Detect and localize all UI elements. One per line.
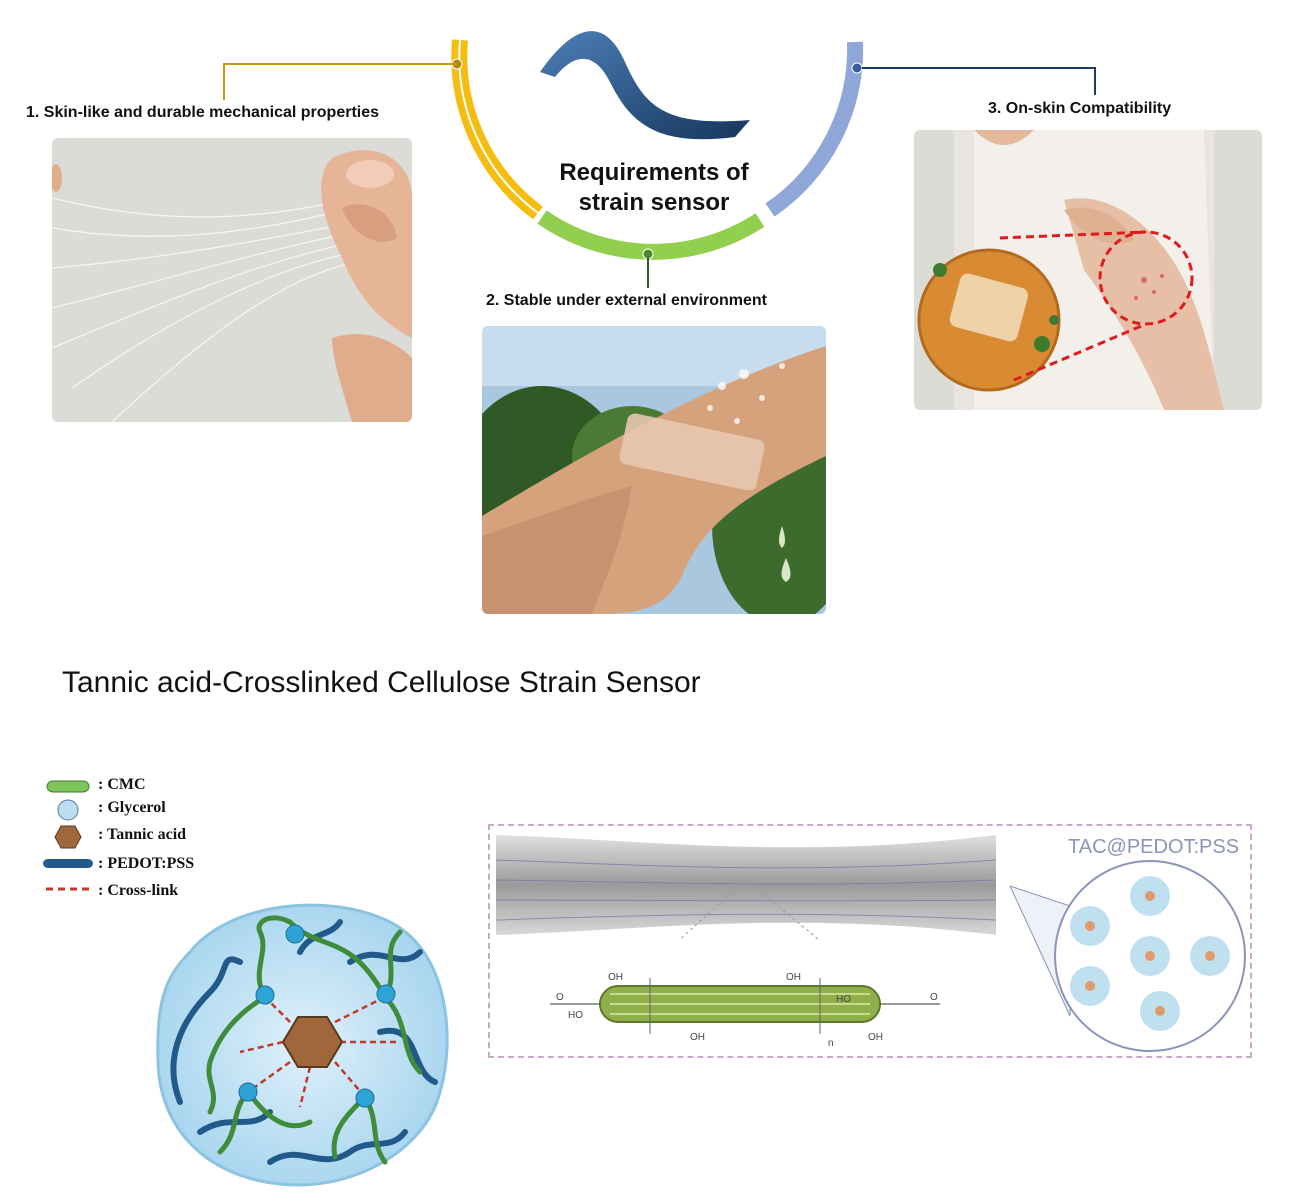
chem-label-o-1: O bbox=[556, 992, 564, 1003]
pedot-pill-icon bbox=[43, 859, 93, 868]
requirement-2-label: 2. Stable under external environment bbox=[486, 292, 767, 309]
legend-cmc-label: : CMC bbox=[98, 776, 146, 793]
fiber-bundle bbox=[496, 835, 996, 940]
stretched-film-photo bbox=[52, 138, 412, 422]
legend-tannic-label: : Tannic acid bbox=[98, 826, 187, 843]
tannic-hexagon-icon bbox=[54, 825, 82, 849]
chem-label-ho-2: HO bbox=[836, 994, 851, 1005]
chem-label-oh-1: OH bbox=[608, 972, 623, 983]
skin-irritation-photo bbox=[914, 130, 1262, 410]
legend-crosslink-label: : Cross-link bbox=[98, 882, 179, 899]
chem-label-ho-1: HO bbox=[568, 1010, 583, 1021]
crosslink-dash-icon bbox=[46, 887, 92, 891]
chem-label-oh-3: OH bbox=[690, 1032, 705, 1043]
requirement-3-label: 3. On-skin Compatibility bbox=[988, 100, 1172, 117]
arm-patch-photo bbox=[482, 326, 826, 614]
cellulose-cylinder bbox=[550, 978, 940, 1034]
requirements-arc bbox=[451, 39, 864, 260]
tac-zoom-circle bbox=[1010, 860, 1246, 1052]
glycerol-circle-icon bbox=[57, 799, 79, 821]
chem-label-o-2: O bbox=[930, 992, 938, 1003]
tac-pedot-label: TAC@PEDOT:PSS bbox=[1068, 836, 1240, 858]
chem-label-oh-2: OH bbox=[786, 972, 801, 983]
legend-pedot-label: : PEDOT:PSS bbox=[98, 855, 195, 872]
center-title-line1: Requirements of bbox=[559, 159, 749, 186]
chem-label-n: n bbox=[828, 1038, 834, 1049]
center-title: Requirements of strain sensor bbox=[524, 158, 784, 218]
section-title: Tannic acid-Crosslinked Cellulose Strain… bbox=[62, 666, 701, 699]
fiber-schematic: OH HO OH OH OH HO O O n TAC@PEDOT:PSS bbox=[488, 824, 1252, 1058]
center-title-line2: strain sensor bbox=[578, 189, 730, 216]
sensor-film-icon bbox=[540, 31, 750, 140]
chem-label-oh-4: OH bbox=[868, 1032, 883, 1043]
cmc-pill-icon bbox=[46, 780, 90, 793]
legend: : CMC : Glycerol : Tannic acid : PEDOT:P… bbox=[42, 776, 242, 906]
connector-lines bbox=[223, 63, 1096, 288]
legend-glycerol-label: : Glycerol bbox=[98, 799, 166, 816]
crosslinked-network-illustration bbox=[156, 903, 449, 1187]
requirement-1-label: 1. Skin-like and durable mechanical prop… bbox=[26, 104, 380, 121]
